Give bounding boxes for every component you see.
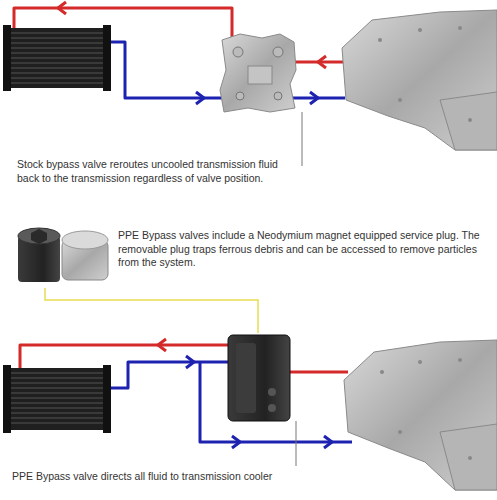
flow-chevron xyxy=(232,436,240,448)
flow-chevron xyxy=(324,436,332,448)
cool-line xyxy=(110,362,230,388)
flow-chevron xyxy=(186,356,194,368)
flow-chevron xyxy=(318,56,326,68)
note-text: PPE Bypass valve directs all fluid to tr… xyxy=(12,470,288,484)
hot-line xyxy=(290,371,348,374)
cool-line xyxy=(110,42,222,98)
leader-line xyxy=(45,288,258,333)
flow-chevron xyxy=(158,339,166,351)
leader-line xyxy=(296,421,297,466)
transmission xyxy=(344,340,497,490)
leader-line xyxy=(302,112,303,166)
cooler xyxy=(3,365,111,433)
ppe-valve xyxy=(228,335,290,421)
flow-chevron xyxy=(310,92,318,104)
flow-chevron xyxy=(196,92,204,104)
flow-chevron xyxy=(58,2,66,14)
transmission xyxy=(342,10,497,150)
note-text: Stock bypass valve reroutes uncooled tra… xyxy=(17,158,289,185)
cooler xyxy=(3,25,111,91)
note-text: PPE Bypass valves include a Neodymium ma… xyxy=(118,229,490,270)
service-plug xyxy=(18,228,108,282)
stock-valve xyxy=(220,34,296,112)
